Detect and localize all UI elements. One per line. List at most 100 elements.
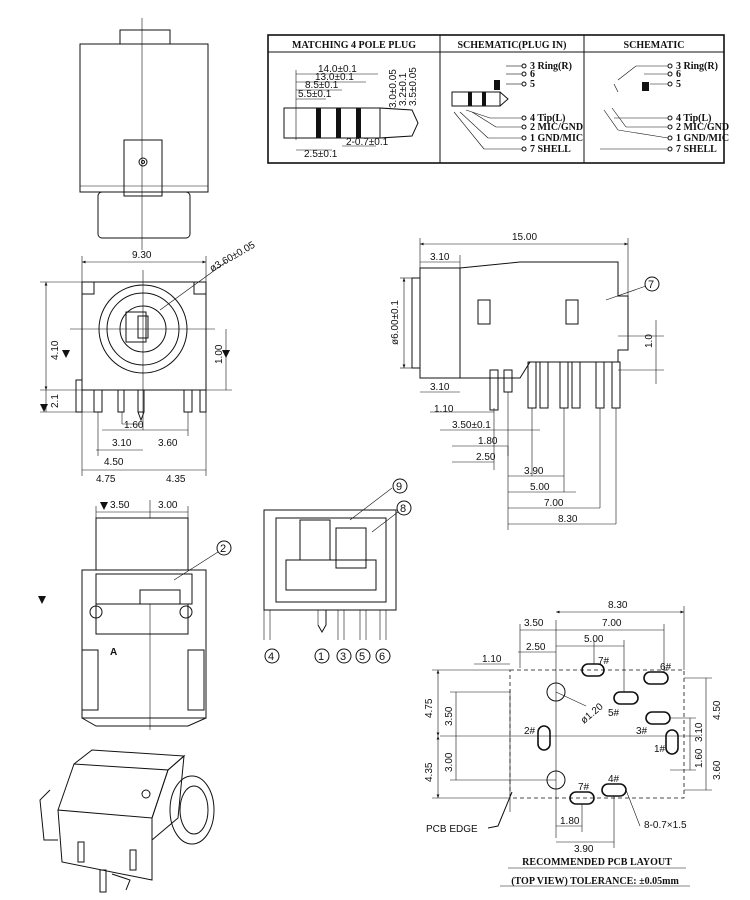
plug-dim-3-0: 3.0±0.05 bbox=[388, 69, 399, 108]
schem-pin-label-5: 2 MIC/GND bbox=[676, 122, 729, 133]
side-dia-label: ø6.00±0.1 bbox=[390, 300, 401, 345]
plug-table: MATCHING 4 POLE PLUG SCHEMATIC(PLUG IN) … bbox=[267, 34, 729, 164]
pcb-dim-7-00: 7.00 bbox=[602, 618, 622, 629]
pcb-dim-3-60: 3.60 bbox=[712, 760, 723, 780]
inside-callout-5: 5 bbox=[359, 651, 365, 663]
pcb-hole-label: ø1.20 bbox=[579, 701, 606, 726]
schem-pin-label-4: 4 Tip(L) bbox=[676, 113, 711, 124]
schem-pin-label-2: 6 bbox=[676, 69, 681, 80]
table-col1-title: MATCHING 4 POLE PLUG bbox=[292, 40, 416, 51]
pcb-dim-8-30: 8.30 bbox=[608, 600, 628, 611]
bottom-callout-2: 2 bbox=[220, 543, 226, 555]
front-hole-label: ø3.60±0.05 bbox=[208, 240, 258, 275]
pcb-dim-3-50-left: 3.50 bbox=[444, 706, 455, 726]
front-dim-2-1: 2.1 bbox=[50, 394, 61, 408]
pin-label-2: 6 bbox=[530, 69, 535, 80]
pcb-slot-note: 8-0.7×1.5 bbox=[644, 820, 687, 831]
front-view bbox=[40, 256, 232, 476]
bottom-view bbox=[38, 500, 232, 730]
side-dim-1-10: 1.10 bbox=[434, 404, 454, 415]
side-bottom-top-label: 3.10 bbox=[430, 382, 450, 393]
pcb-dim-3-10: 3.10 bbox=[694, 722, 705, 742]
side-view bbox=[400, 238, 664, 530]
pin-label-4: 4 Tip(L) bbox=[530, 113, 565, 124]
side-dim-5-00: 5.00 bbox=[530, 482, 550, 493]
pcb-pad-2: 2# bbox=[524, 726, 536, 737]
inside-callout-6: 6 bbox=[379, 651, 385, 663]
pcb-dim-4-75: 4.75 bbox=[424, 698, 435, 718]
pcb-dim-1-60: 1.60 bbox=[694, 748, 705, 768]
schem-pin-label-7: 7 SHELL bbox=[676, 144, 717, 155]
inside-view bbox=[263, 478, 412, 664]
plug-dim-14: 14.0±0.1 bbox=[318, 64, 357, 75]
pcb-pad-6: 6# bbox=[660, 662, 672, 673]
bottom-label-a: A bbox=[110, 647, 117, 658]
pcb-pad-4: 4# bbox=[608, 774, 620, 785]
side-dim-2-50: 2.50 bbox=[476, 452, 496, 463]
plug-drawing bbox=[283, 70, 419, 151]
pin-label-5: 2 MIC/GND bbox=[530, 122, 583, 133]
pcb-edge-label: PCB EDGE bbox=[426, 824, 478, 835]
bottom-dim-3-00: 3.00 bbox=[158, 500, 178, 511]
side-length-label: 15.00 bbox=[512, 232, 537, 243]
front-dim-4-50: 4.50 bbox=[104, 457, 124, 468]
pcb-subtitle: (TOP VIEW) TOLERANCE: ±0.05mm bbox=[511, 876, 679, 887]
pcb-dim-3-50: 3.50 bbox=[524, 618, 544, 629]
table-col3-title: SCHEMATIC bbox=[624, 40, 685, 51]
plug-dim-5-5: 5.5±0.1 bbox=[298, 89, 332, 100]
pin-label-3: 5 bbox=[530, 79, 535, 90]
side-dim-3-50: 3.50±0.1 bbox=[452, 420, 491, 431]
front-dim-4-35: 4.35 bbox=[166, 474, 186, 485]
pcb-dim-4-35: 4.35 bbox=[424, 762, 435, 782]
pcb-dim-4-50: 4.50 bbox=[712, 700, 723, 720]
pcb-dim-5-00: 5.00 bbox=[584, 634, 604, 645]
schem-pin-label-6: 1 GND/MIC bbox=[676, 133, 729, 144]
plug-dim-2-0-7: 2-0.7±0.1 bbox=[346, 137, 389, 148]
plug-dim-3-2: 3.2±0.1 bbox=[398, 72, 409, 106]
pcb-pad-1: 1# bbox=[654, 744, 666, 755]
front-dim-4-10: 4.10 bbox=[50, 340, 61, 360]
side-right-label: 1.0 bbox=[644, 334, 655, 348]
pcb-title: RECOMMENDED PCB LAYOUT bbox=[522, 857, 672, 868]
pcb-pad-7-top: 7# bbox=[598, 656, 610, 667]
front-dim-4-75: 4.75 bbox=[96, 474, 116, 485]
inside-callout-4: 4 bbox=[268, 651, 274, 663]
pcb-dim-2-50: 2.50 bbox=[526, 642, 546, 653]
front-dim-3-60: 3.60 bbox=[158, 438, 178, 449]
front-dim-1-00: 1.00 bbox=[214, 344, 225, 364]
pcb-dim-1-10: 1.10 bbox=[482, 654, 502, 665]
table-col2-title: SCHEMATIC(PLUG IN) bbox=[458, 40, 567, 51]
pcb-dim-3-00: 3.00 bbox=[444, 752, 455, 772]
plug-dim-13: 13.0±0.1 bbox=[315, 72, 354, 83]
isometric-view bbox=[39, 749, 215, 893]
pcb-layout bbox=[432, 606, 712, 887]
front-dim-3-10: 3.10 bbox=[112, 438, 132, 449]
front-dim-1-60: 1.60 bbox=[124, 420, 144, 431]
inside-callout-8: 8 bbox=[400, 503, 406, 515]
schematic bbox=[600, 63, 673, 152]
plug-dim-3-5: 3.5±0.05 bbox=[408, 67, 419, 106]
side-top-label: 3.10 bbox=[430, 252, 450, 263]
inside-callout-9: 9 bbox=[396, 481, 402, 493]
side-dim-1-80: 1.80 bbox=[478, 436, 498, 447]
pcb-pad-5: 5# bbox=[608, 708, 620, 719]
schem-pin-label-3: 5 bbox=[676, 79, 681, 90]
top-view bbox=[79, 18, 209, 250]
front-width-label: 9.30 bbox=[132, 250, 152, 261]
plug-dim-2-5: 2.5±0.1 bbox=[304, 149, 338, 160]
plug-dim-8-5: 8.5±0.1 bbox=[305, 80, 339, 91]
side-dim-8-30: 8.30 bbox=[558, 514, 578, 525]
pin-label-6: 1 GND/MIC bbox=[530, 133, 583, 144]
bottom-dim-3-50: 3.50 bbox=[110, 500, 130, 511]
pin-label-7: 7 SHELL bbox=[530, 144, 571, 155]
pcb-pad-3: 3# bbox=[636, 726, 648, 737]
pcb-pad-7-bottom: 7# bbox=[578, 782, 590, 793]
pcb-dim-3-90: 3.90 bbox=[574, 844, 594, 855]
schem-pin-label-1: 3 Ring(R) bbox=[676, 61, 718, 72]
pin-label-1: 3 Ring(R) bbox=[530, 61, 572, 72]
pcb-dim-1-80: 1.80 bbox=[560, 816, 580, 827]
inside-callout-3: 3 bbox=[340, 651, 346, 663]
side-dim-3-90: 3.90 bbox=[524, 466, 544, 477]
side-dim-7-00: 7.00 bbox=[544, 498, 564, 509]
